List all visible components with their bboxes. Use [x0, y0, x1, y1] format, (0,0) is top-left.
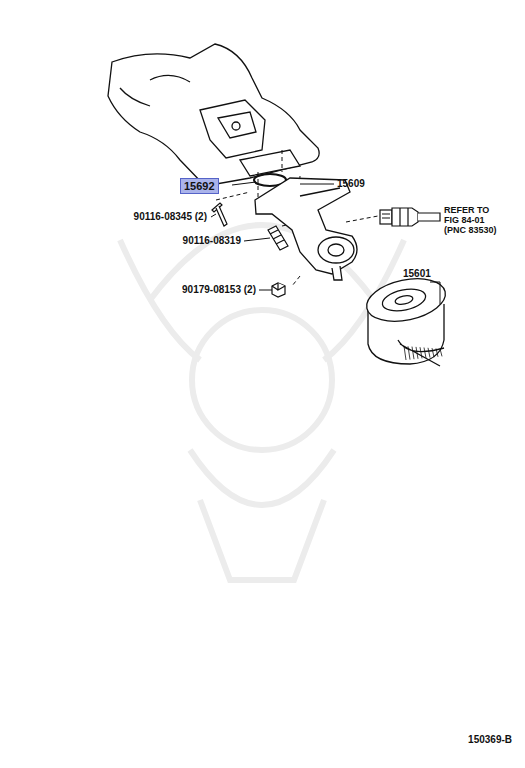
- knurl-stroke: [424, 348, 426, 359]
- highlighted-callout: 15692: [180, 178, 219, 194]
- knurl-stroke: [404, 346, 406, 360]
- part-number: 90116-08319: [183, 235, 241, 247]
- part-number: 15601: [403, 268, 431, 280]
- reference-note: FIG 84-01: [444, 214, 485, 226]
- callout-number: 15692: [184, 180, 215, 192]
- engine-block: [108, 44, 319, 186]
- stud-bolt: [268, 226, 288, 250]
- oil-filter-bracket: [255, 178, 357, 280]
- part-number: 90179-08153 (2): [182, 284, 256, 296]
- part-number: 90116-08345 (2): [134, 211, 207, 223]
- knurl-stroke: [412, 347, 414, 360]
- watermark: [120, 225, 404, 580]
- bolt: [212, 203, 227, 226]
- oil-filter: [363, 272, 450, 366]
- pressure-switch: [380, 208, 440, 226]
- hex-nut: [272, 283, 285, 297]
- knurl-stroke: [436, 348, 438, 356]
- part-number: 15609: [337, 178, 365, 190]
- knurl-stroke: [428, 348, 430, 358]
- reference-note: REFER TO: [444, 204, 489, 216]
- figure-number: 150369-B: [468, 734, 512, 746]
- knurl-stroke: [408, 346, 410, 359]
- reference-note: (PNC 83530): [444, 224, 497, 236]
- knurl-stroke: [416, 347, 418, 359]
- knurl-stroke: [432, 348, 434, 357]
- knurl-stroke: [420, 347, 422, 358]
- knurl-stroke: [440, 349, 442, 357]
- alignment-line: [216, 150, 378, 286]
